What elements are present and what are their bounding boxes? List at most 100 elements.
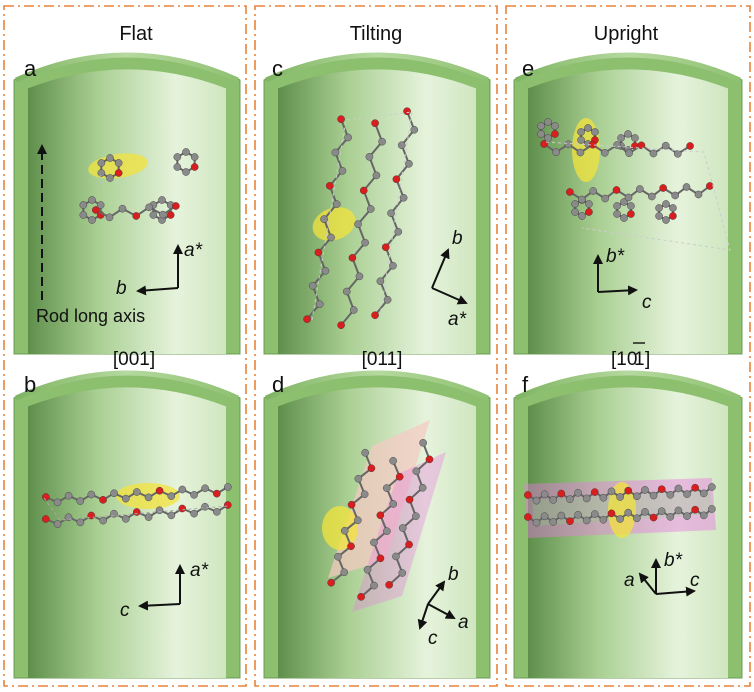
carbon-atom: [64, 491, 73, 500]
axes-d: b a c: [417, 564, 469, 649]
carbon-atom: [578, 212, 586, 220]
carbon-atom: [96, 201, 105, 209]
oxygen-atom: [624, 486, 633, 495]
carbon-atom: [566, 495, 574, 503]
carbon-atom: [600, 149, 609, 157]
carbon-atom: [354, 220, 362, 228]
oxygen-atom: [357, 593, 365, 601]
carbon-atom: [88, 216, 96, 224]
carbon-atom: [661, 141, 670, 150]
carbon-atom: [332, 200, 341, 208]
carbon-atom: [79, 211, 88, 219]
carbon-atom: [537, 130, 545, 138]
carbon-atom: [397, 141, 406, 150]
view-direction-011: [011]: [362, 349, 403, 370]
carbon-atom: [110, 509, 118, 518]
carbon-atom: [99, 516, 107, 525]
view-direction-001: [001]: [113, 349, 155, 370]
carbon-atom: [577, 136, 585, 144]
carbon-atom: [167, 511, 176, 520]
oxygen-atom: [405, 540, 413, 549]
oxygen-atom: [524, 513, 532, 521]
carbon-atom: [549, 496, 558, 504]
carbon-atom: [662, 216, 670, 224]
axis-c-b: [431, 248, 450, 289]
axis-f-a: [638, 572, 657, 595]
axes-f: a b* c: [624, 550, 700, 597]
carbon-atom: [582, 494, 591, 503]
carbon-atom: [178, 485, 187, 494]
carbon-atom: [620, 198, 628, 206]
molecules-panel-d: [322, 420, 446, 612]
carbon-atom: [320, 215, 328, 223]
unit-cell: [43, 497, 229, 521]
molecules-panel-e: [537, 118, 731, 251]
carbon-atom: [616, 493, 624, 501]
oxygen-atom: [649, 513, 658, 522]
carbon-atom: [655, 204, 663, 212]
carbon-atom: [201, 484, 209, 493]
carbon-atom: [389, 500, 398, 508]
carbon-atom: [398, 569, 407, 577]
axis-f-label-bstar: b*: [664, 550, 683, 571]
oxygen-atom: [190, 163, 199, 171]
axis-d-b: [427, 580, 446, 605]
carbon-atom: [114, 159, 123, 167]
axis-d-c: [417, 603, 429, 630]
carbon-atom: [365, 153, 374, 161]
oxygen-atom: [371, 119, 379, 127]
oxygen-atom: [314, 248, 323, 257]
molecules-panel-a: [79, 148, 199, 224]
rod-rim: [514, 370, 742, 401]
oxygen-atom: [566, 517, 574, 525]
oxygen-atom: [706, 182, 714, 190]
carbon-atom: [577, 128, 585, 136]
carbon-atom: [683, 490, 691, 498]
oxygen-atom: [155, 486, 164, 495]
carbon-atom: [399, 193, 408, 202]
carbon-atom: [182, 148, 190, 156]
carbon-atom: [419, 439, 427, 447]
carbon-atom: [97, 159, 106, 167]
oxygen-atom: [166, 211, 175, 219]
oxygen-atom: [99, 496, 107, 504]
oxygen-atom: [347, 500, 356, 509]
oxygen-atom: [359, 186, 368, 195]
rod-rim: [264, 52, 490, 83]
carbon-atom: [624, 508, 633, 517]
carbon-atom: [338, 167, 347, 175]
carbon-atom: [582, 516, 591, 525]
oxygen-atom: [669, 212, 677, 220]
oxygen-atom: [348, 254, 357, 262]
carbon-atom: [355, 272, 364, 281]
column-frames: [3, 5, 751, 687]
carbon-atom: [674, 484, 683, 493]
carbon-atom: [557, 511, 566, 520]
carbon-atom: [682, 183, 691, 191]
carbon-atom: [394, 227, 403, 236]
panel-letter-c: c: [272, 56, 283, 81]
carbon-atom: [551, 122, 559, 130]
carbon-atom: [354, 516, 362, 525]
carbon-atom: [167, 492, 176, 500]
carbon-atom: [360, 490, 369, 499]
molecule-sketches: [41, 107, 731, 612]
carbon-atom: [571, 208, 579, 216]
carbon-atom: [224, 483, 232, 491]
carbon-atom: [321, 267, 330, 275]
oxygen-atom: [41, 515, 50, 523]
column-title-tilting: Tilting: [350, 23, 403, 45]
carbon-atom: [121, 494, 130, 503]
rod-segment: [263, 52, 491, 355]
carbon-atom: [627, 202, 635, 210]
carbon-atom: [331, 148, 340, 157]
panel-letter-d: d: [272, 372, 284, 397]
oxygen-atom: [114, 169, 123, 177]
carbon-atom: [410, 125, 419, 134]
carbon-atom: [158, 196, 166, 204]
axis-e-horizontal: [597, 285, 638, 296]
oxygen-atom: [425, 455, 434, 464]
carbon-atom: [76, 518, 85, 527]
highlight-ellipse: [608, 482, 636, 538]
aromatic-ring: [613, 198, 635, 222]
